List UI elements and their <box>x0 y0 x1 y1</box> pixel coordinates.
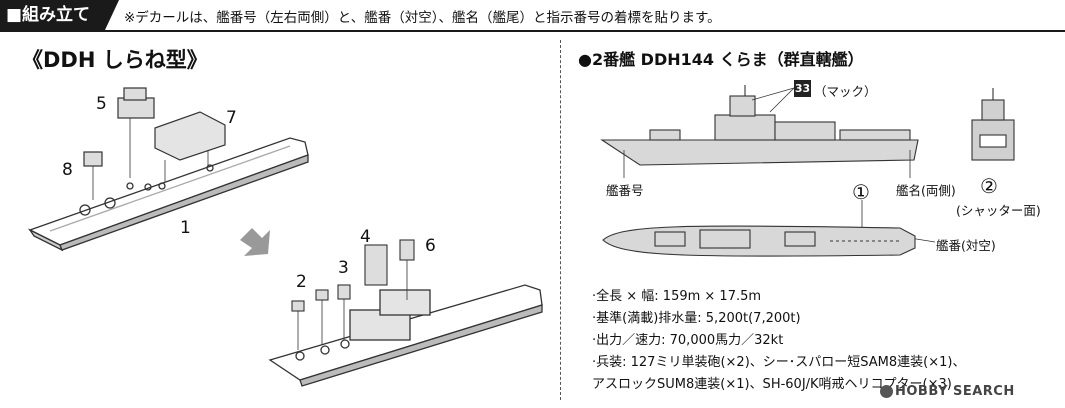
view-2-marker: ② <box>980 174 998 198</box>
part-number-5: 5 <box>96 94 107 114</box>
label-leaders <box>623 87 936 243</box>
ship-title: ●2番艦 DDH144 くらま（群直轄艦） <box>578 50 864 69</box>
decal-note: ※デカールは、艦番号（左右両側）と、艦番（対空）、艦名（艦尾）と指示番号の着標を… <box>124 10 721 26</box>
part-number-2: 2 <box>296 272 307 292</box>
ship-name-label: 艦名(両側) <box>896 183 956 198</box>
part-5-drawing <box>117 87 155 178</box>
hull-upper-drawing <box>28 137 309 252</box>
part-number-8: 8 <box>62 160 73 180</box>
class-title: 《DDH しらね型》 <box>22 48 208 72</box>
part-number-7: 7 <box>226 108 237 128</box>
part-7-drawing <box>154 111 226 182</box>
header-rule <box>0 30 1065 32</box>
ship-side-view <box>600 85 919 166</box>
watermark-logo-icon <box>880 385 893 398</box>
decal-badge-33: 33 <box>794 80 811 97</box>
deck-number-label: 艦番(対空) <box>936 238 996 253</box>
column-divider <box>560 40 561 400</box>
hull-number-label: 艦番号 <box>606 183 644 198</box>
part-number-6: 6 <box>425 236 436 256</box>
assembly-arrow <box>240 228 270 256</box>
section-tab: ■組み立て <box>0 0 119 30</box>
small-parts-drawing <box>291 239 415 350</box>
hull-lower-drawing <box>268 284 543 387</box>
spec-line-3: ·出力／速力: 70,000馬力／32kt <box>592 333 784 348</box>
spec-line-1: ·全長 × 幅: 159m × 17.5m <box>592 289 762 304</box>
view-1-marker: ① <box>852 180 870 204</box>
shutter-label: (シャッター面) <box>956 203 1041 218</box>
part-number-3: 3 <box>338 258 349 278</box>
spec-line-2: ·基準(満載)排水量: 5,200t(7,200t) <box>592 311 801 326</box>
watermark: HOBBY SEARCH <box>895 384 1015 399</box>
part-8-drawing <box>83 151 103 200</box>
ship-top-view <box>602 225 916 257</box>
part-number-1: 1 <box>180 218 191 238</box>
spec-line-4: ·兵装: 127ミリ単装砲(×2)、シー･スパロー短SAM8連装(×1)、 <box>592 355 966 370</box>
ship-stern-view <box>971 88 1015 161</box>
spec-line-5: アスロックSUM8連装(×1)、SH-60J/K哨戒ヘリコプター(×3) <box>592 377 952 392</box>
part-number-4: 4 <box>360 227 371 247</box>
mast-label: （マック） <box>814 84 877 99</box>
